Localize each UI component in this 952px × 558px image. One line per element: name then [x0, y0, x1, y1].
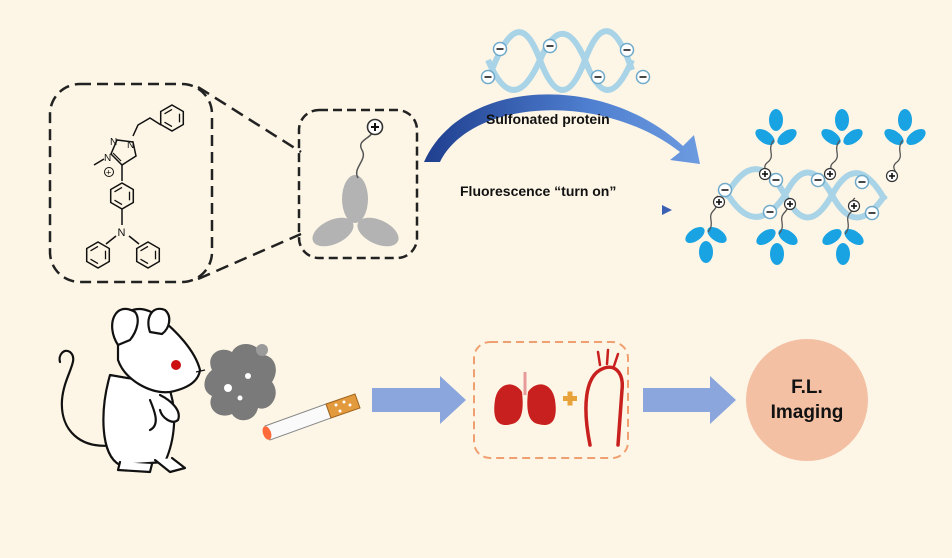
organ-box: [473, 341, 629, 459]
sulfonated-protein-label: Sulfonated protein: [486, 111, 610, 127]
mouse-eye: [171, 360, 181, 370]
triazole-n1: N: [127, 140, 134, 151]
cigarette-icon: [262, 393, 361, 441]
binding-arrow: [424, 94, 700, 164]
negative-charge-icon: [619, 42, 635, 58]
molecule-structure-icon: N N N + N: [85, 104, 185, 269]
probe-top-3: [881, 109, 929, 183]
negative-charge-icon: [492, 41, 508, 57]
negative-charge-icon: [635, 69, 651, 85]
zoom-connector: [197, 85, 302, 281]
positive-charge-icon: [758, 167, 772, 181]
positive-charge-icon: [712, 195, 726, 209]
negative-charge-icon: [717, 182, 733, 198]
fluorescence-turn-on-label: Fluorescence “turn on”: [460, 183, 616, 199]
positive-charge-icon: [885, 169, 899, 183]
lungs-icon: [494, 372, 556, 425]
negative-charge-icon: [864, 205, 880, 221]
dna-helix-bound: [717, 166, 888, 221]
cation-plus: +: [106, 168, 111, 178]
positive-charge-icon: [823, 167, 837, 181]
smoke-icon: [204, 344, 276, 421]
positive-charge-icon: [783, 197, 797, 211]
imaging-circle: [746, 339, 868, 461]
probe-box: [297, 108, 419, 260]
gray-probe-icon: [312, 175, 399, 247]
triazole-n2: N: [110, 137, 117, 148]
negative-charge-icon: [542, 38, 558, 54]
dna-helix-top: [480, 28, 651, 93]
positive-charge-icon: [847, 199, 861, 213]
imaging-label-line1: F.L.: [791, 377, 823, 398]
probe-bottom-3: [819, 197, 867, 265]
negative-charge-icon: [590, 69, 606, 85]
negative-charge-icon: [854, 174, 870, 190]
process-arrow-2: [643, 376, 736, 424]
probe-top-1: [752, 109, 800, 181]
negative-charge-icon: [480, 69, 496, 85]
probe-bottom-1: [682, 195, 730, 263]
probe-top-2: [818, 109, 866, 181]
amine-n: N: [118, 227, 126, 239]
mouse-icon: [58, 307, 202, 474]
plus-icon: [563, 391, 577, 406]
linker-tail: [355, 131, 373, 179]
imaging-label-line2: Imaging: [771, 402, 844, 423]
negative-charge-icon: [762, 204, 778, 220]
probe-bottom-2: [753, 197, 801, 265]
negative-charge-icon: [810, 172, 826, 188]
process-arrow-1: [372, 376, 466, 424]
triazole-n3: N: [104, 153, 111, 164]
negative-charge-icon: [768, 172, 784, 188]
turn-on-arrow: [455, 205, 672, 215]
aorta-icon: [584, 348, 624, 447]
molecule-box: [48, 82, 214, 284]
positive-charge-icon: [366, 118, 384, 136]
